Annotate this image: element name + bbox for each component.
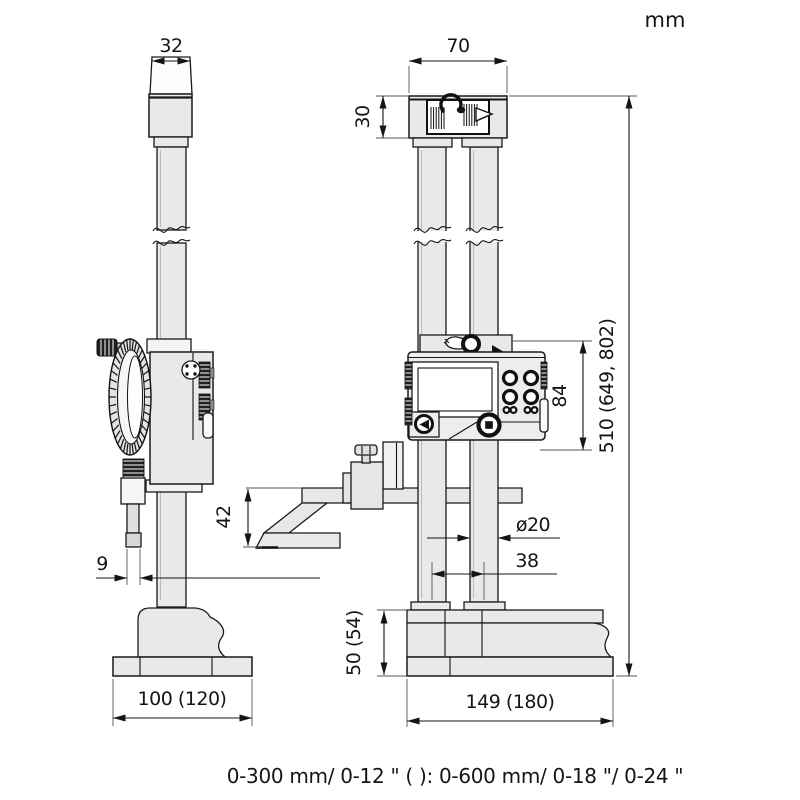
dim-side-cap-width: 32 bbox=[152, 35, 190, 65]
housing-slot bbox=[539, 398, 549, 433]
keypad-small-button[interactable] bbox=[523, 406, 532, 415]
thumb-screw[interactable] bbox=[354, 444, 378, 456]
dim-base-height: 50 (54) bbox=[343, 609, 406, 677]
left-triangle-icon bbox=[419, 419, 429, 430]
hand-wheel[interactable] bbox=[108, 338, 152, 456]
clamp-knurl[interactable] bbox=[198, 361, 211, 389]
probe-holder bbox=[120, 477, 146, 505]
stop-square-icon bbox=[485, 421, 493, 429]
unit-label: mm bbox=[645, 8, 686, 32]
housing-knurl bbox=[404, 397, 413, 426]
dim-total-height: 510 (649, 802) bbox=[509, 95, 637, 677]
side-cap-block bbox=[148, 93, 193, 138]
dim-cap-height: 30 bbox=[352, 95, 408, 139]
arm-bracket bbox=[382, 441, 404, 490]
fine-adjust-knob[interactable] bbox=[96, 338, 118, 357]
svg-text:50 (54): 50 (54) bbox=[343, 610, 365, 676]
keypad-button[interactable] bbox=[501, 369, 519, 387]
svg-text:42: 42 bbox=[213, 505, 235, 528]
pipe-break-line bbox=[465, 226, 504, 233]
dim-column-diameter: ø20 bbox=[427, 514, 560, 542]
pipe-break-line bbox=[413, 226, 452, 233]
dim-front-base-width: 149 (180) bbox=[406, 679, 614, 727]
display-unit bbox=[404, 351, 549, 441]
probe-tip bbox=[125, 532, 142, 548]
svg-text:32: 32 bbox=[159, 35, 182, 57]
dim-column-spacing: 38 bbox=[431, 550, 557, 600]
dim-side-base-width: 100 (120) bbox=[112, 679, 253, 726]
front-cap bbox=[408, 93, 508, 148]
dim-front-cap-width: 70 bbox=[408, 35, 508, 93]
front-base bbox=[406, 601, 614, 677]
keypad-button[interactable] bbox=[522, 388, 540, 406]
svg-text:149 (180): 149 (180) bbox=[466, 691, 555, 713]
arm-clamp-block bbox=[342, 444, 384, 510]
crank-handle-icon bbox=[426, 93, 494, 135]
clamp-lever[interactable] bbox=[202, 412, 214, 439]
keypad-button[interactable] bbox=[501, 388, 519, 406]
connector-port bbox=[181, 360, 201, 380]
svg-text:9: 9 bbox=[96, 553, 108, 575]
svg-text:ø20: ø20 bbox=[516, 514, 550, 536]
top-clamp bbox=[419, 334, 513, 354]
pipe-break-line bbox=[413, 239, 452, 246]
dim-display-height: 84 bbox=[512, 340, 592, 451]
keypad-button[interactable] bbox=[522, 369, 540, 387]
dim-probe-tip-width: 9 bbox=[96, 549, 320, 585]
side-cap-top bbox=[149, 56, 193, 95]
wheel-teeth bbox=[109, 339, 151, 455]
side-view bbox=[96, 56, 253, 677]
pipe-break-line bbox=[152, 239, 191, 246]
keypad-small-button[interactable] bbox=[509, 406, 518, 415]
svg-text:100 (120): 100 (120) bbox=[138, 688, 227, 710]
probe-rod bbox=[126, 503, 140, 534]
pipe-break-line bbox=[465, 239, 504, 246]
dim-scriber-height: 42 bbox=[213, 487, 302, 548]
svg-text:84: 84 bbox=[549, 384, 571, 408]
svg-text:510 (649, 802): 510 (649, 802) bbox=[596, 319, 618, 454]
lcd-screen-inner bbox=[417, 367, 493, 412]
svg-text:30: 30 bbox=[352, 105, 374, 128]
housing-knurl bbox=[404, 361, 413, 390]
annotations: mm 32 70 30 84 510 (649, 802) bbox=[96, 8, 685, 788]
front-view bbox=[254, 93, 614, 677]
keypad-small-button[interactable] bbox=[530, 406, 539, 415]
keypad-small-button[interactable] bbox=[502, 406, 511, 415]
housing-knurl bbox=[540, 361, 548, 390]
carriage-top-ledge bbox=[146, 338, 192, 354]
side-base bbox=[112, 607, 253, 677]
probe-clamp-nut[interactable] bbox=[122, 458, 145, 479]
svg-text:70: 70 bbox=[446, 35, 469, 57]
pipe-break-line bbox=[152, 226, 191, 233]
clamp-screw[interactable] bbox=[461, 334, 481, 354]
measuring-range-note: 0-300 mm/ 0-12 " ( ): 0-600 mm/ 0-18 "/ … bbox=[227, 764, 684, 788]
side-cap-neck bbox=[153, 136, 189, 148]
svg-text:38: 38 bbox=[515, 550, 538, 572]
side-carriage bbox=[96, 338, 215, 548]
